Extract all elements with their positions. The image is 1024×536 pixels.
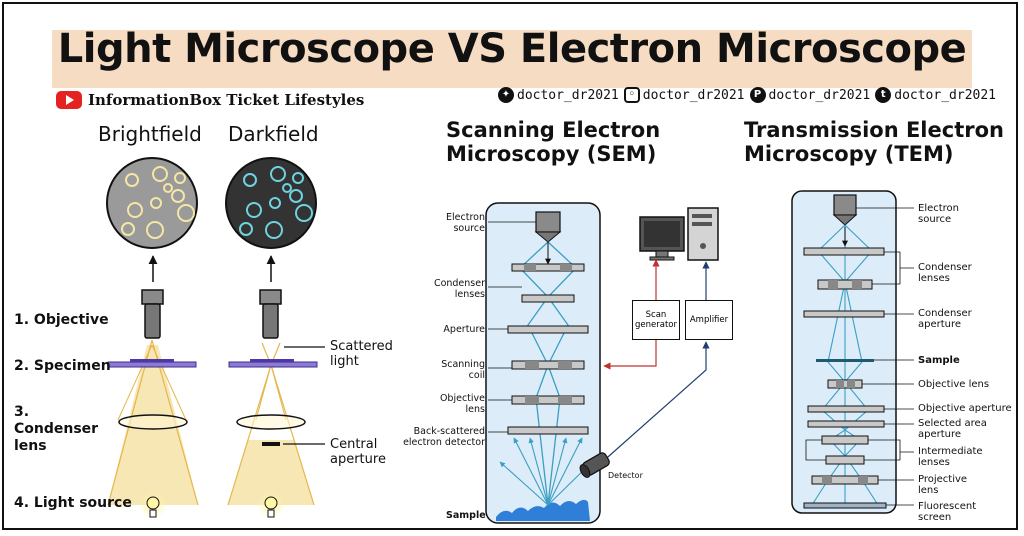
computer-icon: [639, 207, 719, 261]
step-condenser: 3. Condenser lens: [14, 404, 99, 454]
sem-column: [485, 202, 601, 524]
darkfield-microscope: [227, 289, 325, 519]
twitter-icon: ✦: [498, 87, 514, 103]
tem-projective-label: Projective lens: [918, 474, 968, 496]
tem-screen-label: Fluorescent screen: [918, 501, 977, 523]
sem-title: Scanning Electron Microscopy (SEM): [446, 118, 661, 166]
tem-intermediate-label: Intermediate lenses: [918, 446, 983, 468]
tem-objective-aperture-label: Objective aperture: [918, 403, 1012, 414]
sem-scanning-coil-label: Scanning coil: [441, 359, 485, 381]
central-aperture-label: Central aperture: [330, 437, 386, 467]
tem-objective-label: Objective lens: [918, 379, 990, 390]
amplifier-box: Amplifier: [685, 300, 733, 340]
detector-label: Detector: [608, 471, 643, 480]
step-objective: 1. Objective: [14, 312, 109, 328]
tem-sample-label: Sample: [918, 355, 960, 366]
tem-condenser-aperture-label: Condenser aperture: [918, 308, 972, 330]
step-light-source: 4. Light source: [14, 495, 132, 511]
tem-column: [791, 190, 897, 514]
tem-title: Transmission Electron Microscopy (TEM): [744, 118, 1004, 166]
sem-sample-label: Sample: [446, 510, 486, 521]
instagram-icon: ◦: [623, 87, 640, 103]
scan-generator-box: Scan generator: [632, 300, 680, 340]
tem-electron-source-label: Electron source: [918, 203, 960, 225]
brightfield-view: [106, 157, 198, 249]
page-title: Light Microscope VS Electron Microscope: [57, 26, 967, 72]
brand: InformationBox Ticket Lifestyles: [56, 91, 364, 109]
social-twitter: ✦doctor_dr2021: [498, 87, 619, 103]
sem-detector-back-label: Back-scattered electron detector: [403, 426, 485, 448]
frame-border: [2, 2, 1018, 530]
tumblr-icon: t: [875, 87, 892, 103]
sem-objective-label: Objective lens: [439, 393, 485, 415]
tem-selected-area-label: Selected area aperture: [918, 418, 987, 440]
scattered-light-label: Scattered light: [330, 339, 393, 369]
sem-aperture-label: Aperture: [443, 324, 485, 335]
brightfield-label: Brightfield: [98, 122, 202, 146]
sem-electron-source-label: Electron source: [446, 212, 485, 234]
sem-condenser-label: Condenser lenses: [433, 278, 485, 300]
step-specimen: 2. Specimen: [14, 358, 111, 374]
tem-condenser-label: Condenser lenses: [918, 262, 972, 284]
brand-name: InformationBox Ticket Lifestyles: [88, 91, 365, 109]
darkfield-view: [225, 157, 317, 249]
title-highlight: [52, 30, 972, 88]
pinterest-icon: P: [749, 87, 766, 103]
detector-icon: [579, 452, 610, 478]
darkfield-label: Darkfield: [228, 122, 319, 146]
brightfield-microscope: [107, 289, 199, 519]
social-instagram: ◦doctor_dr2021: [623, 87, 745, 103]
youtube-icon: [56, 91, 82, 109]
